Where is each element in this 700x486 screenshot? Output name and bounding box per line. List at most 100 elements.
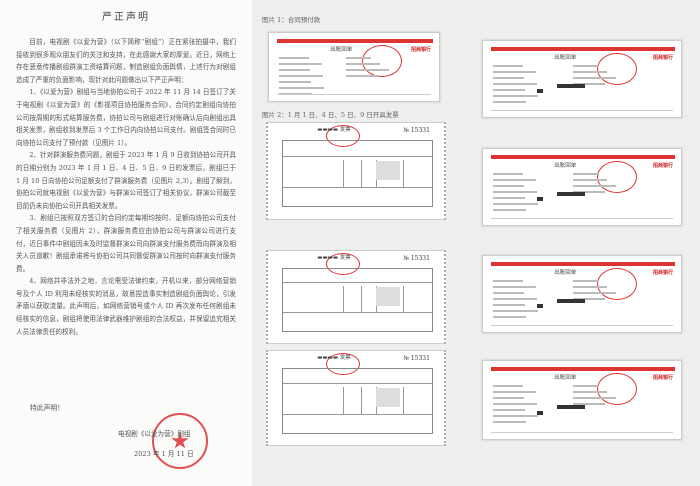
table-line bbox=[342, 159, 344, 187]
receipt-field-line bbox=[493, 415, 538, 417]
table-line bbox=[402, 386, 404, 414]
receipt-field-line bbox=[573, 65, 598, 67]
paragraph-2: 2、针对群演服务费问题，剧组于 2023 年 1 月 9 日收到协拍公司开具的日… bbox=[16, 151, 236, 210]
receipt-field-line bbox=[573, 191, 605, 193]
invoice-number: № 15331 bbox=[403, 127, 430, 134]
table-line bbox=[342, 286, 344, 313]
receipt-field-line bbox=[573, 397, 616, 399]
receipt-field-line bbox=[573, 385, 598, 387]
invoice-title: ▬▬▬▬ 发票 bbox=[317, 127, 351, 133]
receipt-title: 出账回单 bbox=[554, 55, 577, 61]
paragraph-intro: 目前，电视剧《以爱为营》（以下简称“剧组”）正在紧张拍摄中，我们接收到很多观众朋… bbox=[16, 38, 236, 84]
receipt-field-line bbox=[279, 75, 323, 77]
paragraph-4: 4、网络并非法外之地，言论需受法律约束，开机以来，部分网络营销号及个人 ID 利… bbox=[16, 277, 236, 336]
receipt-field-line bbox=[493, 197, 525, 199]
bank-receipt: 出账回单 招商银行 bbox=[482, 40, 682, 118]
receipt-footer bbox=[277, 94, 431, 95]
redaction-block bbox=[537, 304, 543, 309]
receipt-header-bar bbox=[277, 39, 433, 43]
invoice: ▬▬▬▬ 发票 № 15331 bbox=[266, 250, 446, 344]
paragraph-1: 1、《以爱为营》剧组与当地协拍公司于 2022 年 11 月 14 日签订了关于… bbox=[16, 88, 236, 147]
bank-logo: 招商银行 bbox=[652, 375, 673, 381]
redaction-block bbox=[557, 405, 585, 409]
redaction-block bbox=[375, 388, 400, 408]
receipt-field-line bbox=[573, 286, 607, 288]
receipt-field-line bbox=[493, 77, 524, 79]
attachments-page: 图片 1：合同预付款 图片 2：1 月 1 日、4 日、5 日、9 日开具发票 … bbox=[252, 0, 700, 486]
invoice-title: ▬▬▬▬ 发票 bbox=[317, 355, 351, 361]
receipt-field-line bbox=[346, 69, 390, 71]
bank-logo: 招商银行 bbox=[652, 55, 673, 61]
statement-page: 严正声明 目前，电视剧《以爱为营》（以下简称“剧组”）正在紧张拍摄中，我们接收到… bbox=[0, 0, 252, 486]
statement-title: 严正声明 bbox=[102, 12, 150, 23]
receipt-field-line bbox=[346, 57, 372, 59]
bank-logo: 招商银行 bbox=[652, 270, 673, 276]
receipt-field-line bbox=[493, 209, 526, 211]
bank-stamp bbox=[597, 161, 638, 193]
receipt-footer bbox=[491, 218, 673, 219]
receipt-field-line bbox=[493, 185, 524, 187]
invoice-stamp bbox=[326, 253, 361, 275]
receipt-field-line bbox=[493, 397, 524, 399]
receipt-field-line bbox=[573, 83, 605, 85]
receipt-field-line bbox=[346, 63, 381, 65]
bank-logo: 招商银行 bbox=[652, 163, 673, 169]
receipt-field-line bbox=[493, 421, 526, 423]
receipt-header-bar bbox=[491, 155, 675, 159]
invoice-table bbox=[282, 140, 434, 208]
receipt-field-line bbox=[493, 403, 537, 405]
receipt-field-line bbox=[279, 69, 310, 71]
receipt-field-line bbox=[493, 286, 536, 288]
table-line bbox=[283, 186, 433, 188]
receipt-field-line bbox=[573, 77, 616, 79]
receipt-field-line bbox=[573, 403, 605, 405]
receipt-field-line bbox=[493, 298, 537, 300]
bank-stamp bbox=[597, 268, 638, 300]
receipt-field-line bbox=[493, 71, 536, 73]
table-line bbox=[342, 386, 344, 414]
receipt-field-line bbox=[493, 65, 523, 67]
receipt-footer bbox=[491, 110, 673, 111]
redaction-block bbox=[557, 191, 585, 196]
receipt-field-line bbox=[493, 89, 525, 91]
receipt-title: 出账回单 bbox=[554, 270, 577, 276]
redaction-block bbox=[537, 410, 543, 415]
receipt-field-line bbox=[493, 304, 525, 306]
bank-receipt: 出账回单 招商银行 bbox=[268, 32, 440, 102]
bank-logo: 招商银行 bbox=[410, 47, 431, 53]
receipt-field-line bbox=[573, 298, 605, 300]
table-line bbox=[360, 386, 362, 414]
redaction-block bbox=[557, 83, 585, 88]
redaction-block bbox=[375, 160, 400, 181]
redaction-block bbox=[557, 298, 585, 303]
statement-body: 目前，电视剧《以爱为营》（以下简称“剧组”）正在紧张拍摄中，我们接收到很多观众朋… bbox=[16, 36, 236, 338]
signature: 电视剧《以爱为营》剧组 bbox=[118, 430, 191, 438]
receipt-footer bbox=[491, 325, 673, 326]
receipt-field-line bbox=[493, 179, 536, 181]
bank-stamp bbox=[597, 53, 638, 85]
redaction-block bbox=[375, 287, 400, 306]
receipt-field-line bbox=[573, 185, 616, 187]
invoice-stamp bbox=[326, 353, 361, 375]
bank-receipt: 出账回单 招商银行 bbox=[482, 360, 682, 440]
receipt-field-line bbox=[573, 173, 598, 175]
invoice: ▬▬▬▬ 发票 № 15331 bbox=[266, 122, 446, 220]
bank-stamp bbox=[361, 45, 402, 77]
receipt-field-line bbox=[279, 57, 309, 59]
table-line bbox=[360, 159, 362, 187]
receipt-field-line bbox=[493, 391, 536, 393]
receipt-field-line bbox=[346, 75, 379, 77]
closing-text: 特此声明！ bbox=[30, 404, 64, 412]
receipt-field-line bbox=[573, 71, 607, 73]
invoice-stamp bbox=[326, 125, 361, 147]
invoice: ▬▬▬▬ 发票 № 15331 bbox=[266, 350, 446, 446]
receipt-field-line bbox=[279, 87, 324, 89]
table-line bbox=[283, 382, 433, 384]
table-line bbox=[283, 282, 433, 284]
receipt-title: 出账回单 bbox=[330, 47, 353, 53]
table-line bbox=[283, 312, 433, 314]
table-line bbox=[402, 286, 404, 313]
receipt-field-line bbox=[493, 101, 526, 103]
table-line bbox=[402, 159, 404, 187]
receipt-footer bbox=[491, 432, 673, 433]
